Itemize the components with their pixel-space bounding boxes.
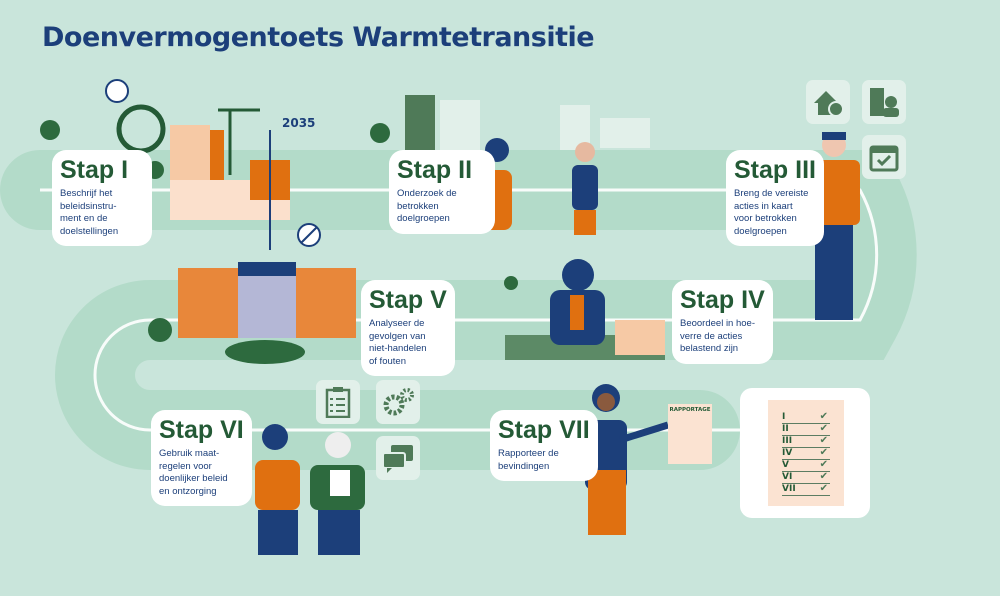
step-7-text: Rapporteer de bevindingen: [498, 448, 559, 472]
year-label: 2035: [282, 116, 316, 130]
step-2-text: Onderzoek de betrokken doelgroepen: [397, 188, 457, 224]
check-icon: ✔: [819, 411, 828, 422]
house-euro-icon: [806, 80, 850, 124]
step-2-card: Stap II Onderzoek de betrokken doelgroepe…: [389, 150, 495, 234]
step-4-text: Beoordeel in hoe- verre de acties belast…: [680, 318, 755, 354]
person-stap-ii-walking: [572, 142, 598, 235]
step-4-card: Stap IV Beoordeel in hoe- verre de acties…: [672, 280, 773, 364]
checklist-row: V✔: [782, 459, 830, 472]
report-title: RAPPORTAGE: [669, 407, 711, 413]
check-icon: ✔: [819, 471, 828, 482]
check-icon: ✔: [819, 459, 828, 470]
step-1-text: Beschrijf het beleidsinstru- ment en de …: [60, 188, 119, 237]
clipboard-checklist-icon: [316, 380, 360, 424]
step-3-title: Stap III: [734, 156, 816, 184]
step-6-text: Gebruik maat- regelen voor doenlijker be…: [159, 448, 228, 497]
worker-icon: [862, 80, 906, 124]
houses-illustration: [170, 108, 290, 250]
step-5-title: Stap V: [369, 286, 447, 314]
chat-bubbles-icon: [376, 436, 420, 480]
step-3-text: Breng de vereiste acties in kaart voor b…: [734, 188, 809, 237]
step-1-card: Stap I Beschrijf het beleidsinstru- ment …: [52, 150, 152, 246]
gears-icon: [376, 380, 420, 424]
checklist-row: VII✔: [782, 483, 830, 496]
calendar-check-icon: [862, 135, 906, 179]
gas-icon: [105, 79, 129, 103]
checklist-row: III✔: [782, 435, 830, 448]
step-3-card: Stap III Breng de vereiste acties in kaar…: [726, 150, 824, 246]
step-1-title: Stap I: [60, 156, 129, 184]
checklist-card: I✔ II✔ III✔ IV✔ V✔ VI✔ VII✔: [740, 388, 870, 518]
person-stap-iv: [505, 259, 665, 360]
people-stap-vi: [255, 424, 365, 555]
check-icon: ✔: [819, 435, 828, 446]
step-2-title: Stap II: [397, 156, 473, 184]
step-6-card: Stap VI Gebruik maat- regelen voor doenli…: [151, 410, 252, 506]
checklist-sheet: I✔ II✔ III✔ IV✔ V✔ VI✔ VII✔: [768, 400, 844, 506]
report-document: RAPPORTAGE: [668, 404, 712, 464]
step-5-card: Stap V Analyseer de gevolgen van niet-han…: [361, 280, 455, 376]
step-4-title: Stap IV: [680, 286, 765, 314]
step-7-title: Stap VII: [498, 416, 590, 444]
check-icon: ✔: [819, 447, 828, 458]
step-6-title: Stap VI: [159, 416, 244, 444]
checklist-row: VI✔: [782, 471, 830, 484]
page-title: Doenvermogentoets Warmtetransitie: [42, 22, 595, 53]
checklist-row: IV✔: [782, 447, 830, 460]
check-icon: ✔: [819, 423, 828, 434]
step-5-text: Analyseer de gevolgen van niet-handelen …: [369, 318, 427, 367]
step-7-card: Stap VII Rapporteer de bevindingen: [490, 410, 598, 481]
checklist-row: I✔: [782, 411, 830, 424]
checklist-row: II✔: [782, 423, 830, 436]
check-icon: ✔: [819, 483, 828, 494]
